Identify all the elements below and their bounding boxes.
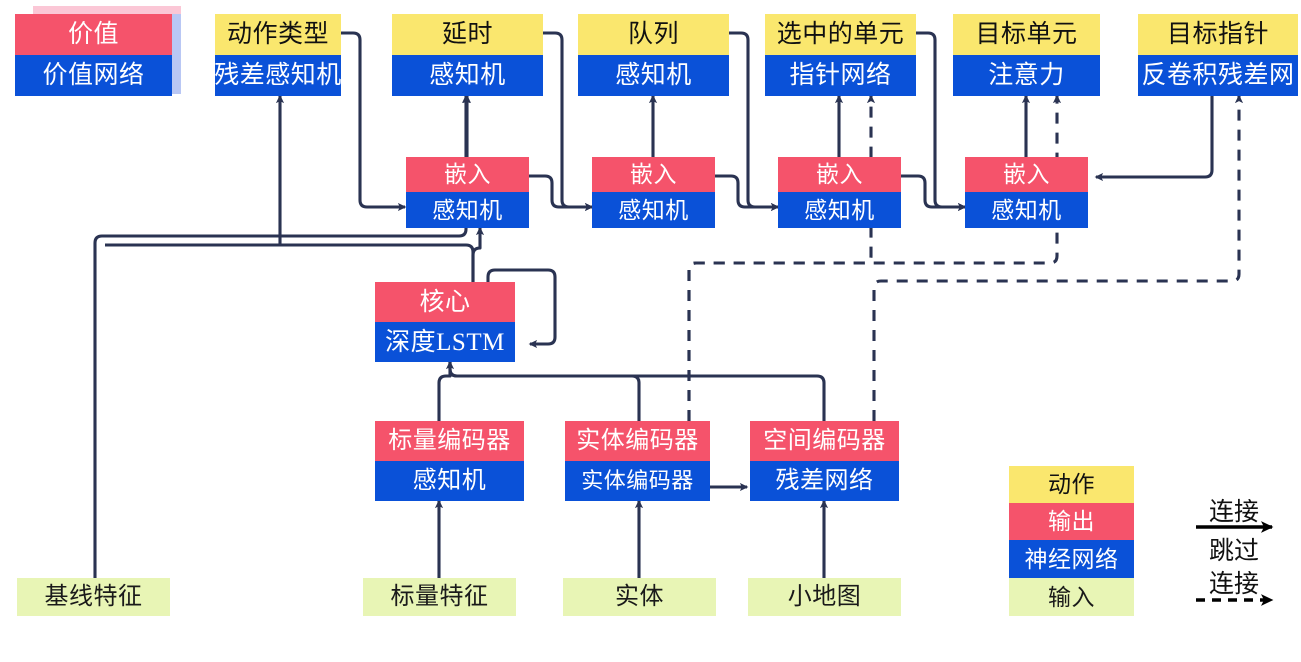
node-scalar-encoder[interactable]: 标量编码器 感知机 xyxy=(375,421,524,501)
node-embed-2-top-label: 嵌入 xyxy=(592,157,715,192)
node-selected-units[interactable]: 选中的单元 指针网络 xyxy=(765,14,916,96)
node-spatial-encoder-bottom-label: 残差网络 xyxy=(750,461,899,501)
node-core-top-label: 核心 xyxy=(375,282,515,322)
node-target-unit[interactable]: 目标单元 注意力 xyxy=(953,14,1100,96)
node-core[interactable]: 核心 深度LSTM xyxy=(375,282,515,362)
node-target-pointer[interactable]: 目标指针 反卷积残差网 xyxy=(1138,14,1298,96)
legend-swatch-network: 神经网络 xyxy=(1009,540,1134,578)
node-embed-1[interactable]: 嵌入 感知机 xyxy=(406,157,529,228)
node-input-baseline-features[interactable]: 基线特征 xyxy=(17,578,170,616)
legend-swatch-output: 输出 xyxy=(1009,503,1134,540)
node-spatial-encoder[interactable]: 空间编码器 残差网络 xyxy=(750,421,899,501)
node-embed-4-top-label: 嵌入 xyxy=(965,157,1088,192)
node-embed-4[interactable]: 嵌入 感知机 xyxy=(965,157,1088,228)
node-queue[interactable]: 队列 感知机 xyxy=(578,14,729,96)
node-queue-top-label: 队列 xyxy=(578,14,729,55)
node-value[interactable]: 价值 价值网络 xyxy=(15,14,172,96)
node-input-entities-label: 实体 xyxy=(563,578,716,616)
node-embed-2[interactable]: 嵌入 感知机 xyxy=(592,157,715,228)
legend-skip-label-line1: 跳过 xyxy=(1208,538,1259,565)
node-input-baseline-features-label: 基线特征 xyxy=(17,578,170,616)
node-value-bottom-label: 价值网络 xyxy=(15,55,172,96)
node-embed-3-bottom-label: 感知机 xyxy=(778,192,901,228)
node-spatial-encoder-top-label: 空间编码器 xyxy=(750,421,899,461)
legend-skip-label-line2: 连接 xyxy=(1208,571,1259,598)
node-value-top-label: 价值 xyxy=(15,14,172,55)
node-target-pointer-bottom-label: 反卷积残差网 xyxy=(1138,55,1298,96)
node-embed-4-bottom-label: 感知机 xyxy=(965,192,1088,228)
node-input-entities[interactable]: 实体 xyxy=(563,578,716,616)
node-input-minimap[interactable]: 小地图 xyxy=(748,578,901,616)
node-action-type-bottom-label: 残差感知机 xyxy=(214,55,341,96)
node-delay-top-label: 延时 xyxy=(392,14,543,55)
legend-swatch-action: 动作 xyxy=(1009,466,1134,503)
node-queue-bottom-label: 感知机 xyxy=(578,55,729,96)
node-target-pointer-top-label: 目标指针 xyxy=(1138,14,1298,55)
node-embed-2-bottom-label: 感知机 xyxy=(592,192,715,228)
node-embed-3[interactable]: 嵌入 感知机 xyxy=(778,157,901,228)
node-selected-units-bottom-label: 指针网络 xyxy=(765,55,916,96)
node-embed-1-top-label: 嵌入 xyxy=(406,157,529,192)
node-action-type[interactable]: 动作类型 残差感知机 xyxy=(214,14,341,96)
legend-connect-label: 连接 xyxy=(1208,499,1259,526)
legend-swatch-input: 输入 xyxy=(1009,578,1134,616)
node-input-minimap-label: 小地图 xyxy=(748,578,901,616)
node-delay[interactable]: 延时 感知机 xyxy=(392,14,543,96)
legend-swatches: 动作 输出 神经网络 输入 xyxy=(1009,466,1134,616)
node-entity-encoder-bottom-label: 实体编码器 xyxy=(565,461,710,501)
node-scalar-encoder-bottom-label: 感知机 xyxy=(375,461,524,501)
node-embed-1-bottom-label: 感知机 xyxy=(406,192,529,228)
node-core-bottom-label: 深度LSTM xyxy=(375,322,515,362)
node-target-unit-top-label: 目标单元 xyxy=(953,14,1100,55)
node-selected-units-top-label: 选中的单元 xyxy=(765,14,916,55)
node-input-scalar-features[interactable]: 标量特征 xyxy=(363,578,516,616)
node-embed-3-top-label: 嵌入 xyxy=(778,157,901,192)
node-target-unit-bottom-label: 注意力 xyxy=(953,55,1100,96)
node-scalar-encoder-top-label: 标量编码器 xyxy=(375,421,524,461)
node-entity-encoder-top-label: 实体编码器 xyxy=(565,421,710,461)
node-input-scalar-features-label: 标量特征 xyxy=(363,578,516,616)
node-entity-encoder[interactable]: 实体编码器 实体编码器 xyxy=(565,421,710,501)
node-delay-bottom-label: 感知机 xyxy=(392,55,543,96)
node-action-type-top-label: 动作类型 xyxy=(215,14,341,55)
